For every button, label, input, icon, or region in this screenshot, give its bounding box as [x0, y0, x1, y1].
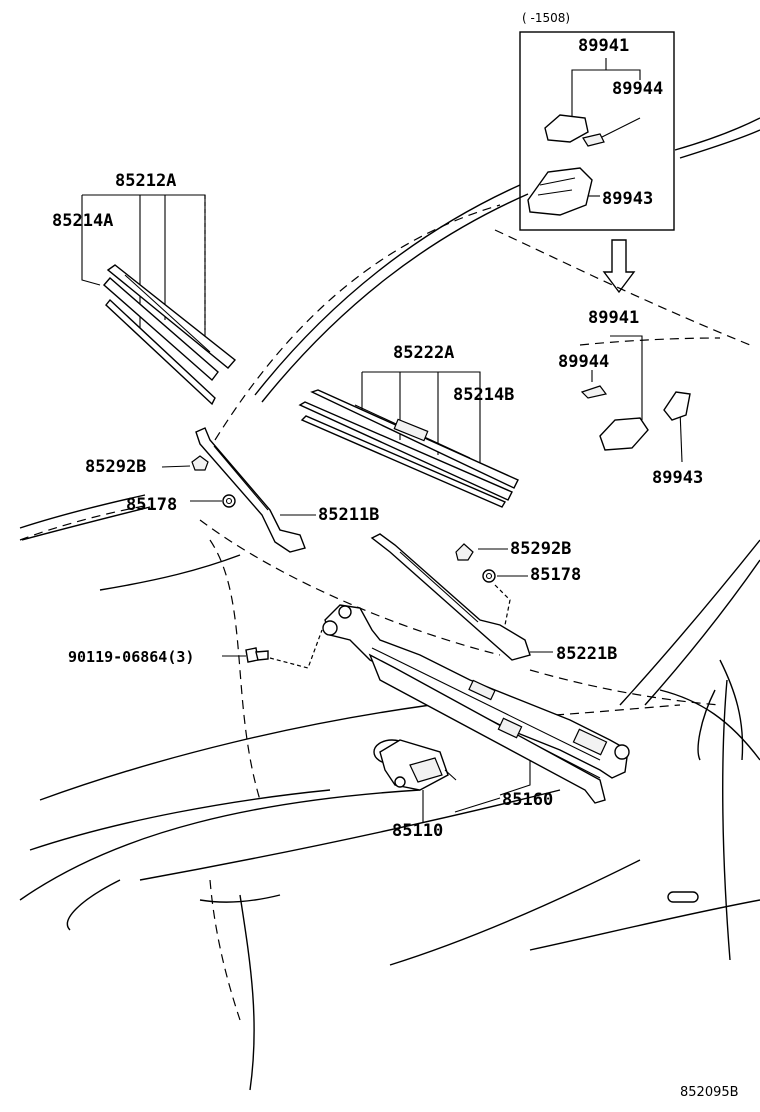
label-90119: 90119-06864(3) [68, 648, 194, 666]
label-85214A: 85214A [52, 211, 113, 231]
down-arrow [602, 239, 636, 294]
right-label-89943: 89943 [652, 468, 703, 488]
right-wiper-arm [370, 533, 553, 661]
left-wiper-blade [81, 194, 237, 406]
bolt-90119 [222, 629, 323, 669]
label-85214B: 85214B [453, 385, 514, 405]
diagram-reference-code: 852095B [680, 1085, 739, 1100]
label-85110: 85110 [392, 821, 443, 841]
inset-label-89941: 89941 [578, 36, 629, 56]
nut-85178-left [222, 494, 236, 508]
clip-part-89941 [544, 114, 589, 143]
clip-pad-89944-b [580, 385, 608, 399]
label-85221B: 85221B [556, 644, 617, 664]
label-85292B-right: 85292B [510, 539, 571, 559]
label-85222A: 85222A [393, 343, 454, 363]
label-85212A: 85212A [115, 171, 176, 191]
cap-85292B-right [455, 543, 474, 561]
nut-85178-right [482, 569, 496, 583]
inset-note: ( -1508) [522, 11, 570, 25]
right-label-89941: 89941 [588, 308, 639, 328]
label-85211B: 85211B [318, 505, 379, 525]
inset-box: ( -1508) [519, 11, 675, 231]
right-wiper-blade [298, 371, 519, 508]
clip-pad-89944 [582, 133, 605, 147]
left-wiper-arm [161, 427, 316, 553]
right-label-89944: 89944 [558, 352, 609, 372]
cap-85292B-left [191, 455, 209, 471]
inset-label-89944: 89944 [612, 79, 663, 99]
label-85160: 85160 [502, 790, 553, 810]
wiper-linkage [322, 604, 630, 804]
dashed-body-lines [19, 204, 751, 1021]
wiper-motor [373, 739, 457, 822]
clip-part-89941-b [599, 417, 649, 451]
label-85178-left: 85178 [126, 495, 177, 515]
label-85292B-left: 85292B [85, 457, 146, 477]
right-clip-group [580, 335, 691, 463]
clip-holder-89943-b [663, 391, 691, 421]
vehicle-body-outline [19, 117, 760, 1091]
label-85178-right: 85178 [530, 565, 581, 585]
inset-label-89943: 89943 [602, 189, 653, 209]
